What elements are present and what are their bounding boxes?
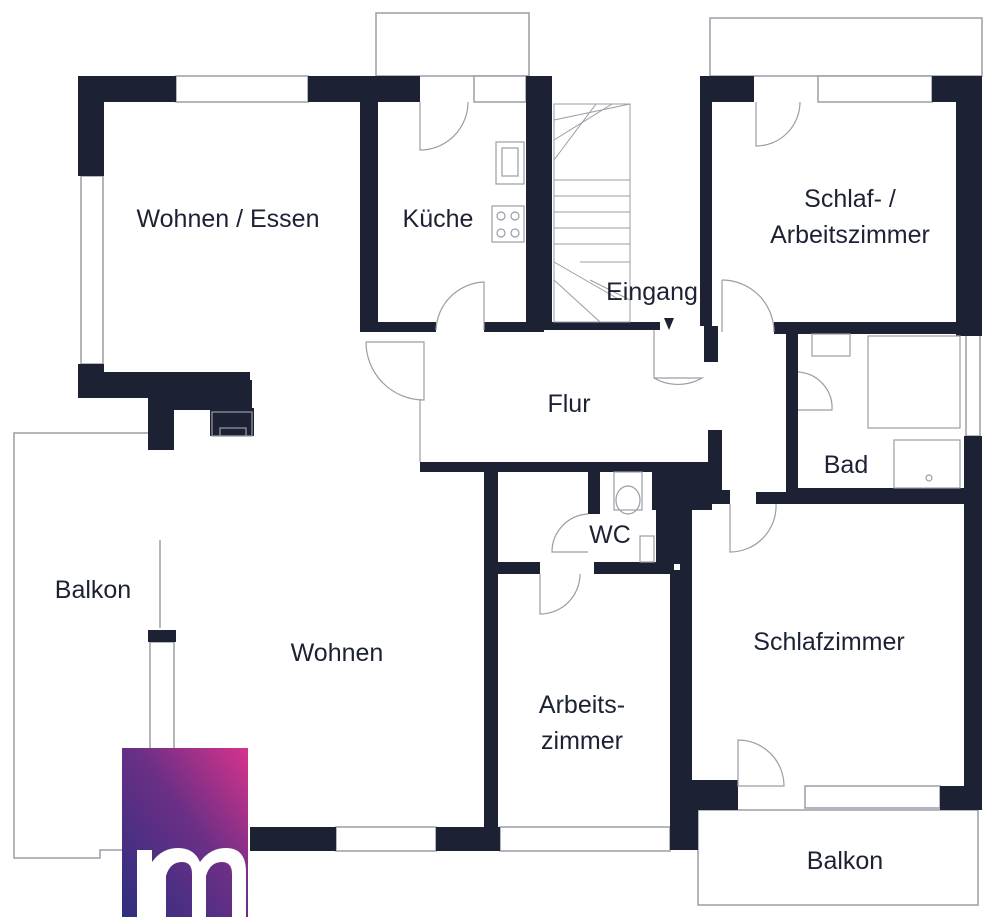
label-balkon-bottom: Balkon bbox=[807, 847, 883, 875]
m-logo-icon bbox=[122, 748, 248, 917]
room-labels: Wohnen / Essen Küche Schlaf- / Arbeitszi… bbox=[55, 185, 930, 875]
label-balkon-left: Balkon bbox=[55, 576, 131, 604]
label-bad: Bad bbox=[824, 451, 868, 479]
staircase bbox=[553, 103, 631, 323]
door-swings bbox=[365, 101, 833, 787]
label-flur: Flur bbox=[547, 390, 590, 418]
walls bbox=[78, 76, 982, 851]
label-arbeitszimmer-line2: zimmer bbox=[541, 727, 623, 755]
label-kueche: Küche bbox=[403, 205, 474, 233]
label-schlaf-arbeit-line2: Arbeitszimmer bbox=[770, 221, 930, 249]
label-wc: WC bbox=[589, 521, 631, 549]
label-schlaf-arbeit-line1: Schlaf- / bbox=[804, 185, 896, 213]
label-arbeitszimmer-line1: Arbeits- bbox=[539, 691, 625, 719]
label-wohnen-essen: Wohnen / Essen bbox=[137, 205, 320, 233]
label-wohnen: Wohnen bbox=[291, 639, 384, 667]
label-eingang: Eingang bbox=[606, 278, 698, 306]
entrance-arrow-icon bbox=[664, 318, 674, 330]
label-schlafzimmer: Schlafzimmer bbox=[753, 628, 904, 656]
fixtures bbox=[211, 141, 961, 563]
windows bbox=[80, 75, 981, 852]
